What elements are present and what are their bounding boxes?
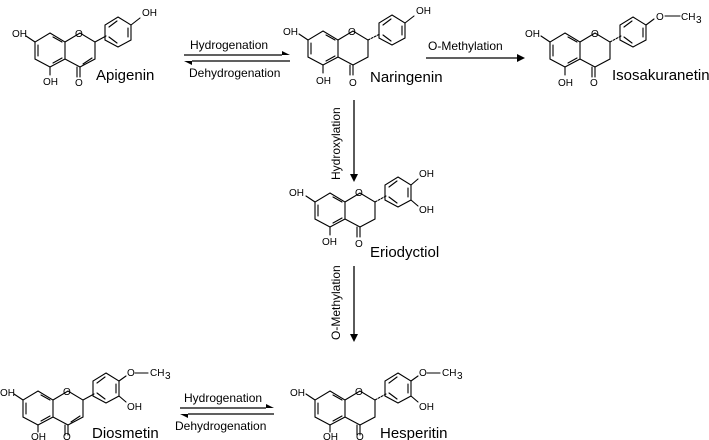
atom-label: 3 [457, 371, 463, 382]
compound-name-eriodyctiol: Eriodyctiol [370, 244, 439, 261]
atom-label: OH [290, 388, 305, 399]
compound-name-naringenin: Naringenin [370, 69, 443, 86]
atom-label: O [656, 12, 664, 23]
atom-label: O [356, 432, 364, 440]
atom-label: O [127, 368, 135, 379]
reaction-label-o-methylation: O-Methylation [428, 39, 503, 53]
atom-label: OH [43, 77, 58, 88]
atom-label: O [349, 78, 357, 89]
atom-label: O [355, 239, 363, 250]
reaction-label-hydrogenation: Hydrogenation [190, 38, 268, 52]
reaction-label-o-methylation-vertical: O-Methylation [329, 265, 343, 340]
atom-label: O [355, 188, 363, 199]
atom-label: CH [150, 368, 164, 379]
atom-label: O [75, 78, 83, 89]
atom-label: OH [0, 388, 15, 399]
atom-label: 3 [165, 371, 171, 382]
eriodyctiol-structure: OH OH OH O OH O [289, 169, 434, 250]
reaction-label-dehydrogenation-bottom: Dehydrogenation [175, 419, 266, 433]
compound-name-diosmetin: Diosmetin [92, 425, 159, 440]
atom-label: OH [558, 78, 573, 89]
naringenin-structure: OH OH O OH O [283, 6, 431, 89]
atom-label: CH [681, 12, 695, 23]
atom-label: O [590, 78, 598, 89]
compound-name-isosakuranetin: Isosakuranetin [612, 67, 709, 84]
atom-label: OH [322, 237, 337, 248]
reaction-label-hydrogenation-bottom: Hydrogenation [184, 391, 262, 405]
atom-label: OH [31, 432, 46, 440]
compound-name-apigenin: Apigenin [96, 67, 154, 84]
atom-label: O [63, 387, 71, 398]
reaction-label-hydroxylation: Hydroxylation [329, 107, 343, 180]
atom-label: OH [127, 402, 142, 413]
atom-label: 3 [696, 15, 702, 26]
atom-label: O [419, 368, 427, 379]
atom-label: O [75, 29, 83, 40]
atom-label: OH [142, 8, 157, 19]
atom-label: OH [525, 29, 540, 40]
arrowhead [517, 54, 525, 62]
compound-name-hesperitin: Hesperitin [380, 425, 448, 440]
isosakuranetin-structure: OH O CH 3 O OH O [525, 12, 702, 89]
reaction-label-dehydrogenation: Dehydrogenation [189, 66, 280, 80]
atom-label: OH [316, 76, 331, 87]
arrowhead [350, 334, 358, 342]
atom-label: O [348, 27, 356, 38]
atom-label: OH [416, 6, 431, 17]
atom-label: OH [419, 205, 434, 216]
atom-label: OH [323, 432, 338, 440]
atom-label: O [591, 29, 599, 40]
atom-label: OH [12, 29, 27, 40]
atom-label: O [63, 432, 71, 440]
arrowhead [350, 174, 358, 182]
equilibrium-arrows-top [184, 51, 290, 65]
atom-label: OH [283, 27, 298, 38]
atom-label: OH [419, 169, 434, 180]
equilibrium-arrows-bottom [180, 404, 274, 418]
atom-label: O [355, 387, 363, 398]
atom-label: OH [419, 402, 434, 413]
diosmetin-structure: OH O CH 3 OH O OH O [0, 368, 171, 440]
atom-label: CH [442, 368, 456, 379]
apigenin-structure: OH OH O OH O [12, 8, 157, 89]
hesperitin-structure: OH O CH 3 OH O OH O [290, 368, 463, 440]
atom-label: OH [289, 188, 304, 199]
